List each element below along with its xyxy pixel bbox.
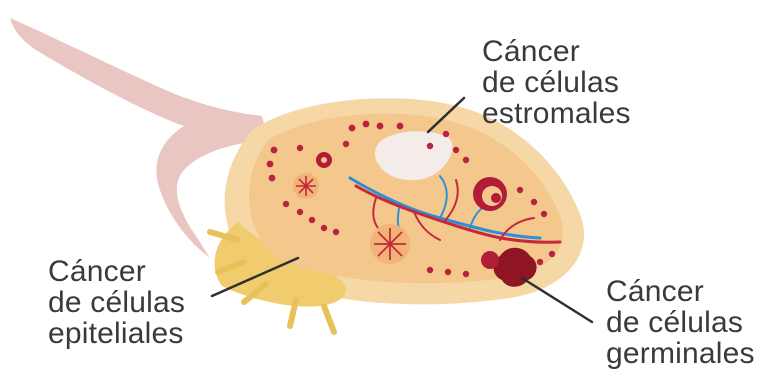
follicle-icon — [473, 177, 507, 211]
label-epithelial-line3: epiteliales — [48, 318, 185, 349]
label-germinal-line3: germinales — [606, 338, 755, 369]
small-follicle — [316, 152, 332, 168]
label-germinal-line2: de células — [606, 307, 755, 338]
label-epithelial-cancer: Cáncer de células epiteliales — [48, 256, 185, 349]
leader-line-germinal — [522, 278, 592, 322]
label-epithelial-line2: de células — [48, 287, 185, 318]
label-stromal-line3: estromales — [482, 98, 631, 129]
label-stromal-cancer: Cáncer de células estromales — [482, 36, 631, 129]
star-cell-icon-2 — [370, 224, 410, 264]
label-stromal-line1: Cáncer — [482, 36, 631, 67]
label-epithelial-line1: Cáncer — [48, 256, 185, 287]
label-germinal-line1: Cáncer — [606, 276, 755, 307]
star-cell-icon — [293, 173, 319, 199]
label-stromal-line2: de células — [482, 67, 631, 98]
label-germinal-cancer: Cáncer de células germinales — [606, 276, 755, 369]
